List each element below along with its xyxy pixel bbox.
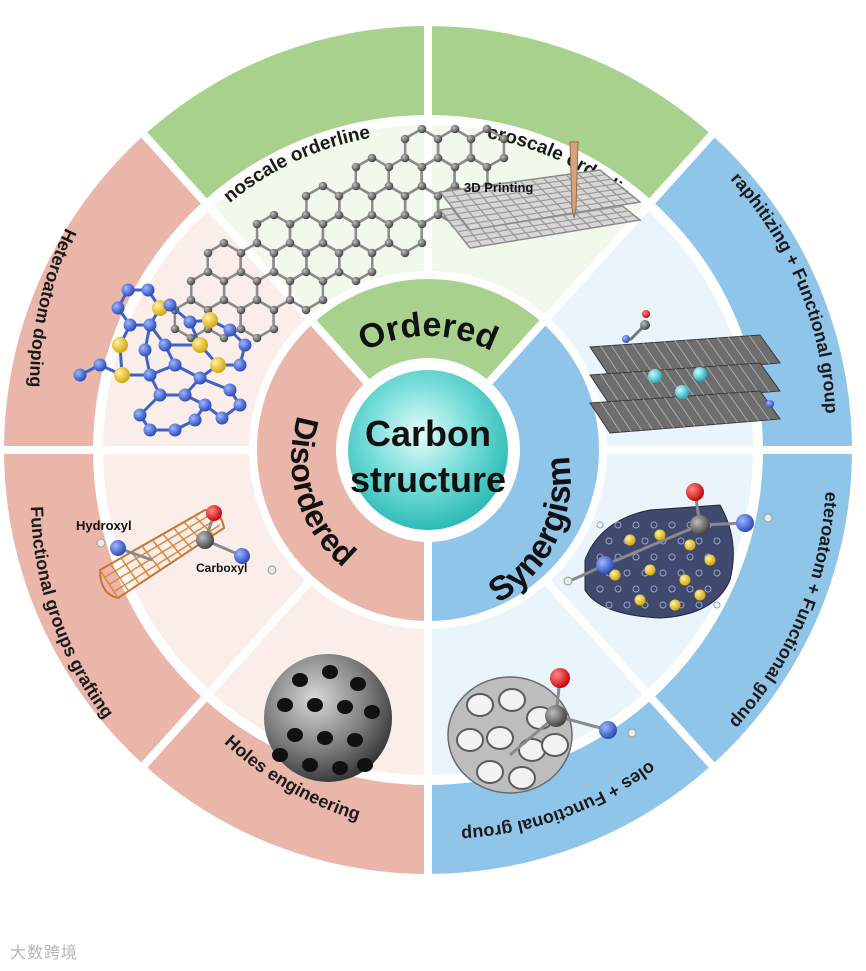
3d-printing-illustration: 3D Printing <box>438 141 642 249</box>
category-ring-ordered <box>312 278 544 382</box>
segment-heteroatom-doping-outer <box>4 134 208 450</box>
graphene-honeycomb-illustration <box>170 124 509 343</box>
label-3d-printing: 3D Printing <box>464 180 533 195</box>
doped-sheet-functional-illustration <box>563 483 773 619</box>
segment-rings <box>0 20 858 880</box>
center-bubble <box>348 370 508 530</box>
segment-graphitizing-outer <box>648 134 852 450</box>
segment-holes-engineering-outer <box>144 695 428 874</box>
category-ring-disordered <box>255 322 428 622</box>
label-hydroxyl: Hydroxyl <box>76 518 132 533</box>
label-carboxyl: Carboxyl <box>196 561 247 575</box>
segment-holes-functional-outer <box>428 695 712 874</box>
segment-nanoscale-outer <box>144 26 428 205</box>
segment-heteroatom-functional-outer <box>648 450 852 766</box>
center-title-line2: structure <box>350 459 506 500</box>
segment-macroscale-outer <box>428 26 712 205</box>
porous-sphere-illustration <box>264 654 392 782</box>
center-title-line1: Carbon <box>365 413 491 454</box>
watermark-logo: 大数跨境 <box>10 943 79 962</box>
heteroatom-doped-network-illustration <box>73 283 252 437</box>
porous-foam-functional-illustration <box>447 668 637 794</box>
graphitized-layers-illustration <box>589 310 781 434</box>
segment-functional-grafting-outer <box>4 450 208 766</box>
category-ring-synergism <box>428 322 600 622</box>
nanotube-functional-illustration: Hydroxyl Carboxyl <box>76 505 277 600</box>
